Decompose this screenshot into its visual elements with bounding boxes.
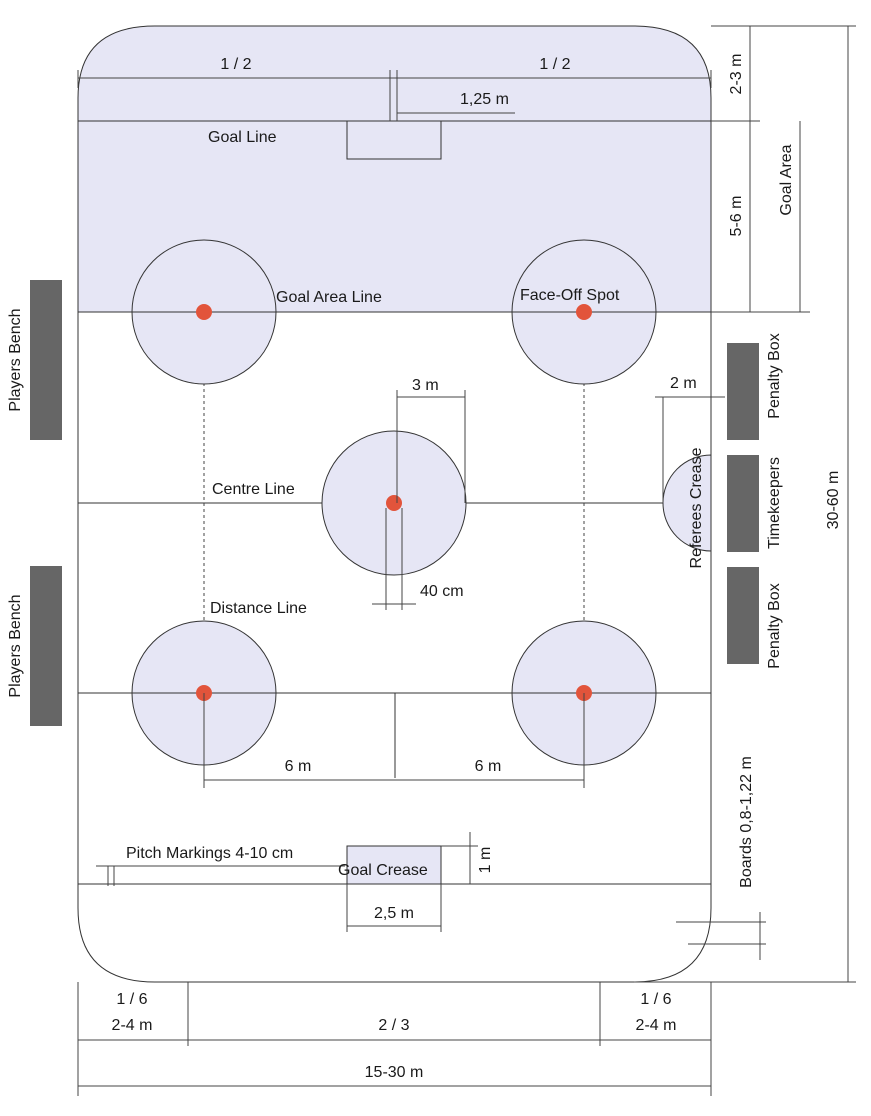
label-corner-right-m: 2-4 m bbox=[636, 1017, 677, 1034]
label-referees-crease: Referees Crease bbox=[688, 447, 705, 568]
label-goal-offset: 1,25 m bbox=[460, 91, 509, 108]
label-players-bench-bottom: Players Bench bbox=[7, 594, 24, 697]
label-middle-frac: 2 / 3 bbox=[378, 1017, 409, 1034]
label-goal-crease: Goal Crease bbox=[338, 862, 428, 879]
face-off-spot-top-left bbox=[196, 304, 212, 320]
label-timekeepers: Timekeepers bbox=[766, 457, 783, 549]
goal-crease-top bbox=[346, 120, 442, 160]
label-crease-width: 2,5 m bbox=[374, 905, 414, 922]
label-rink-width: 15-30 m bbox=[365, 1064, 424, 1081]
timekeepers-box bbox=[727, 455, 759, 552]
label-goal-area: Goal Area bbox=[778, 144, 795, 215]
referees-crease bbox=[662, 454, 712, 552]
label-centre-radius: 3 m bbox=[412, 377, 439, 394]
label-corner-left-frac: 1 / 6 bbox=[116, 991, 147, 1008]
label-distance-line: Distance Line bbox=[210, 600, 307, 617]
label-spot-size: 40 cm bbox=[420, 583, 464, 600]
label-corner-left-m: 2-4 m bbox=[112, 1017, 153, 1034]
penalty-box-bottom bbox=[727, 567, 759, 664]
label-referee-crease-size: 2 m bbox=[670, 375, 697, 392]
label-rink-length: 30-60 m bbox=[825, 471, 842, 530]
label-crease-depth: 1 m bbox=[477, 847, 494, 874]
penalty-box-top bbox=[727, 343, 759, 440]
label-half-right: 1 / 2 bbox=[539, 56, 570, 73]
label-goal-area-depth: 5-6 m bbox=[728, 196, 745, 237]
goal-area-zone bbox=[78, 26, 711, 312]
label-pitch-markings: Pitch Markings 4-10 cm bbox=[126, 845, 293, 862]
label-face-off-spot: Face-Off Spot bbox=[520, 287, 620, 304]
label-goal-line-gap: 2-3 m bbox=[728, 54, 745, 95]
players-bench-top bbox=[30, 280, 62, 440]
label-six-m-left: 6 m bbox=[285, 758, 312, 775]
label-players-bench-top: Players Bench bbox=[7, 308, 24, 411]
label-centre-line: Centre Line bbox=[212, 481, 295, 498]
label-goal-area-line: Goal Area Line bbox=[276, 289, 382, 306]
players-bench-bottom bbox=[30, 566, 62, 726]
label-goal-line: Goal Line bbox=[208, 129, 277, 146]
label-half-left: 1 / 2 bbox=[220, 56, 251, 73]
label-penalty-box-top: Penalty Box bbox=[766, 333, 783, 418]
face-off-spot-top-right bbox=[576, 304, 592, 320]
face-off-spot-centre bbox=[386, 495, 402, 511]
label-penalty-box-bottom: Penalty Box bbox=[766, 583, 783, 668]
goal-crease-bottom bbox=[346, 845, 442, 885]
label-six-m-right: 6 m bbox=[475, 758, 502, 775]
label-corner-right-frac: 1 / 6 bbox=[640, 991, 671, 1008]
label-boards: Boards 0,8-1,22 m bbox=[738, 756, 755, 888]
